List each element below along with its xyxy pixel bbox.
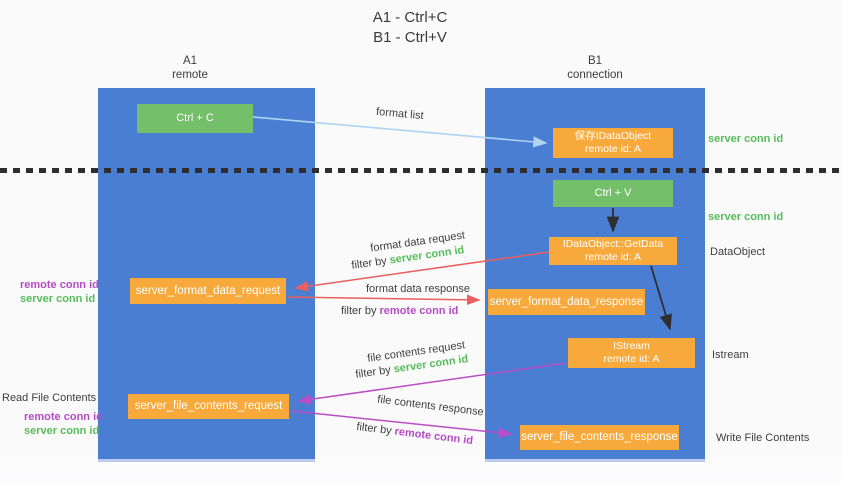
node-save-idataobject: 保存IDataObject remote id: A: [553, 128, 673, 158]
diagram-title: A1 - Ctrl+C B1 - Ctrl+V: [310, 8, 510, 48]
arrow-format-data-response: [287, 294, 481, 306]
label-file-contents-response-filter: filter by remote conn id: [356, 421, 474, 447]
node-istream-line2: remote id: A: [603, 353, 660, 365]
annotation-server-conn-id-top: server conn id: [708, 133, 784, 145]
annotation-write-file-contents: Write File Contents: [716, 432, 810, 444]
node-server-file-contents-request: server_file_contents_request: [128, 394, 289, 419]
node-istream: IStream remote id: A: [568, 338, 695, 368]
annotation-istream: Istream: [712, 349, 749, 361]
filter-by-text: filter by: [354, 363, 395, 381]
node-server-file-contents-request-label: server_file_contents_request: [134, 400, 283, 412]
column-b-id: B1: [587, 55, 603, 67]
annotation-server-conn-id-mid: server conn id: [708, 211, 784, 223]
node-server-format-data-request: server_format_data_request: [130, 278, 286, 304]
node-idataobject-getdata-line1: IDataObject::GetData: [562, 238, 664, 250]
filter-by-text: filter by: [350, 254, 391, 272]
annotation-remote-conn-id-low: remote conn id: [24, 411, 103, 423]
annotation-read-file-contents: Read File Contents: [2, 392, 97, 404]
annotation-server-conn-id-mid-left: server conn id: [20, 293, 96, 305]
node-server-format-data-response: server_format_data_response: [488, 289, 645, 315]
annotation-dataobject: DataObject: [710, 246, 766, 258]
node-ctrl-c-label: Ctrl + C: [176, 112, 214, 124]
node-save-idataobject-line1: 保存IDataObject: [574, 130, 652, 142]
machine-boundary-dotted-line: [0, 168, 842, 173]
node-server-file-contents-response: server_file_contents_response: [520, 425, 679, 450]
remote-conn-id-text: remote conn id: [379, 305, 459, 317]
node-ctrl-v: Ctrl + V: [553, 180, 673, 207]
node-idataobject-getdata-line2: remote id: A: [584, 251, 642, 263]
remote-conn-id-text: remote conn id: [393, 425, 474, 448]
label-file-contents-response: file contents response: [376, 393, 485, 419]
column-a-label: remote: [172, 69, 208, 81]
label-format-data-response: format data response: [366, 283, 470, 295]
title-line-ctrl-v: B1 - Ctrl+V: [373, 29, 447, 46]
filter-by-text: filter by: [341, 305, 380, 317]
annotation-server-conn-id-low: server conn id: [24, 425, 100, 437]
node-server-format-data-response-label: server_format_data_response: [489, 295, 644, 308]
column-a-id: A1: [182, 55, 198, 67]
node-idataobject-getdata: IDataObject::GetData remote id: A: [549, 237, 677, 265]
node-ctrl-c: Ctrl + C: [137, 104, 253, 133]
label-format-data-response-filter: filter by remote conn id: [341, 305, 458, 317]
node-save-idataobject-line2: remote id: A: [584, 143, 642, 155]
annotation-remote-conn-id-mid: remote conn id: [20, 279, 99, 291]
node-server-file-contents-response-label: server_file_contents_response: [521, 431, 678, 443]
node-server-format-data-request-label: server_format_data_request: [135, 284, 281, 297]
filter-by-text: filter by: [355, 420, 396, 438]
node-ctrl-v-label: Ctrl + V: [594, 187, 632, 199]
column-b-header: B1 connection: [535, 54, 655, 82]
label-format-list: format list: [375, 105, 425, 123]
node-istream-line1: IStream: [613, 340, 650, 352]
column-b-label: connection: [567, 69, 623, 81]
column-a-header: A1 remote: [130, 54, 250, 82]
title-line-ctrl-c: A1 - Ctrl+C: [372, 9, 448, 26]
